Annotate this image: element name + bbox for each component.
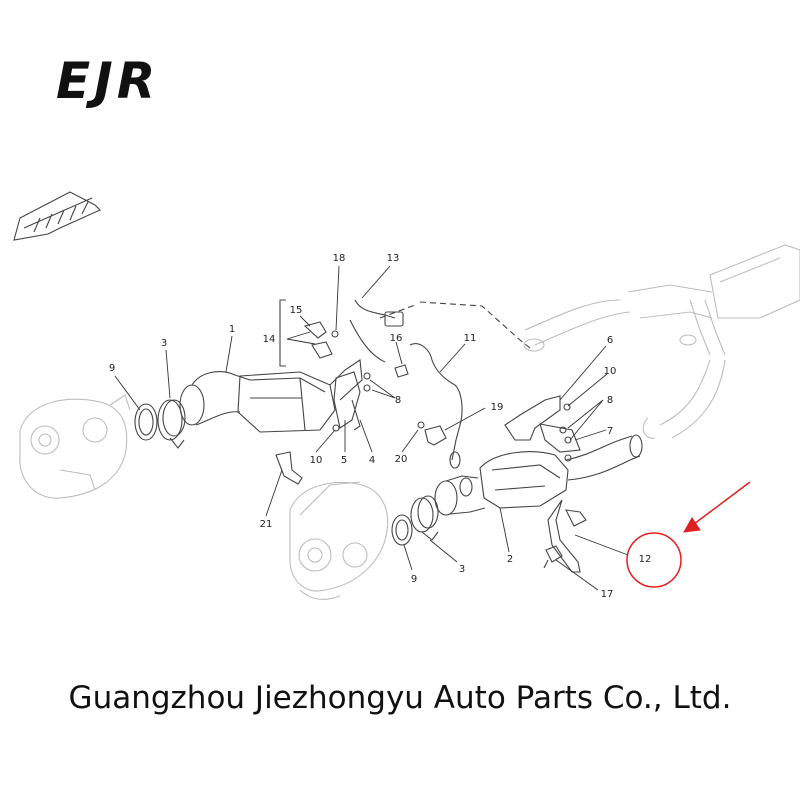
callout-19: 19 xyxy=(491,402,504,413)
bracket-19-20 xyxy=(417,421,447,446)
callout-8: 8 xyxy=(607,395,613,406)
highlight-arrowhead-icon xyxy=(683,517,701,533)
left-gasket-ring xyxy=(134,403,158,441)
callout-21: 21 xyxy=(260,519,273,530)
callout-4: 4 xyxy=(369,455,375,466)
bracket-4-5 xyxy=(333,371,361,431)
left-band-clamp xyxy=(157,399,186,449)
callout-16: 16 xyxy=(390,333,403,344)
brand-logo-text: EJR xyxy=(56,52,160,110)
callout-9: 9 xyxy=(411,574,417,585)
callout-labels: 1 2 3 3 4 5 6 7 8 8 9 9 10 10 11 12 13 1… xyxy=(109,253,652,600)
callout-2: 2 xyxy=(507,554,513,565)
callout-12: 12 xyxy=(639,554,652,565)
hanger-bracket-6 xyxy=(504,395,581,453)
company-name: Guangzhou Jiezhongyu Auto Parts Co., Ltd… xyxy=(68,680,732,716)
callout-7: 7 xyxy=(607,426,613,437)
highlight-circle xyxy=(626,532,682,588)
callout-18: 18 xyxy=(333,253,346,264)
callout-15: 15 xyxy=(290,305,303,316)
callout-1: 1 xyxy=(229,324,235,335)
highlight-arrow-icon xyxy=(689,481,751,528)
bracket-15 xyxy=(303,321,333,359)
center-band-clamp xyxy=(410,495,439,541)
callout-8: 8 xyxy=(395,395,401,406)
left-turbocharger xyxy=(19,394,131,499)
callout-9: 9 xyxy=(109,363,115,374)
highlight-marker xyxy=(626,481,751,588)
brand-logo: EJR xyxy=(56,56,159,106)
callout-20: 20 xyxy=(395,454,408,465)
center-gasket-ring xyxy=(391,514,413,546)
callout-6: 6 xyxy=(607,335,613,346)
sensor-17 xyxy=(543,545,563,569)
callout-14: 14 xyxy=(263,334,276,345)
fitting-16 xyxy=(394,364,409,378)
callout-10: 10 xyxy=(604,366,617,377)
dashed-routing-line xyxy=(379,301,531,349)
callout-10: 10 xyxy=(310,455,323,466)
bracket-14-marker xyxy=(279,299,286,367)
right-catalytic-converter xyxy=(434,451,569,516)
left-catalytic-converter xyxy=(179,359,363,433)
callout-17: 17 xyxy=(601,589,614,600)
bracket-21 xyxy=(275,451,303,485)
right-intermediate-pipe xyxy=(565,434,643,481)
sensor-wire-13 xyxy=(349,299,404,363)
callout-5: 5 xyxy=(341,455,347,466)
leader-lines xyxy=(114,265,629,591)
center-turbocharger xyxy=(289,481,389,600)
rear-muffler-assembly xyxy=(523,244,800,439)
sensor-wire-11 xyxy=(409,343,463,469)
direction-arrow-icon xyxy=(13,191,101,241)
bolts xyxy=(331,330,572,462)
callout-3: 3 xyxy=(459,564,465,575)
callout-13: 13 xyxy=(387,253,400,264)
callout-11: 11 xyxy=(464,333,477,344)
callout-3: 3 xyxy=(161,338,167,349)
oxygen-sensor-12 xyxy=(547,499,587,573)
